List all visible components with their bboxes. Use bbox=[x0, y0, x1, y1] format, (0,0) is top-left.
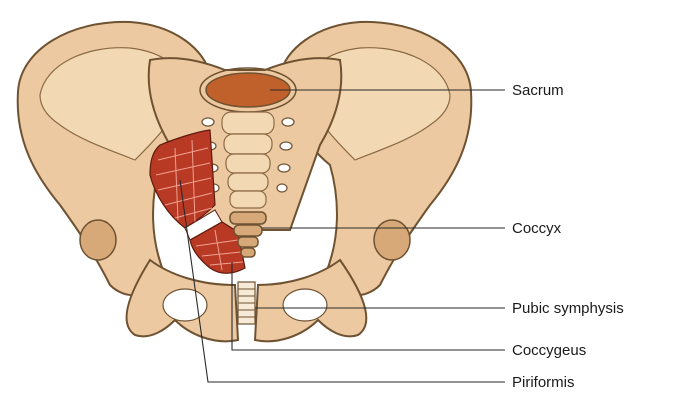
left-acetabulum bbox=[80, 220, 116, 260]
right-obturator-foramen bbox=[283, 289, 327, 321]
label-pubic-symphysis: Pubic symphysis bbox=[512, 300, 624, 317]
right-acetabulum bbox=[374, 220, 410, 260]
label-coccyx: Coccyx bbox=[512, 220, 562, 237]
label-coccygeus: Coccygeus bbox=[512, 342, 586, 359]
label-sacrum: Sacrum bbox=[512, 82, 564, 99]
label-piriformis: Piriformis bbox=[512, 374, 575, 391]
left-obturator-foramen bbox=[163, 289, 207, 321]
